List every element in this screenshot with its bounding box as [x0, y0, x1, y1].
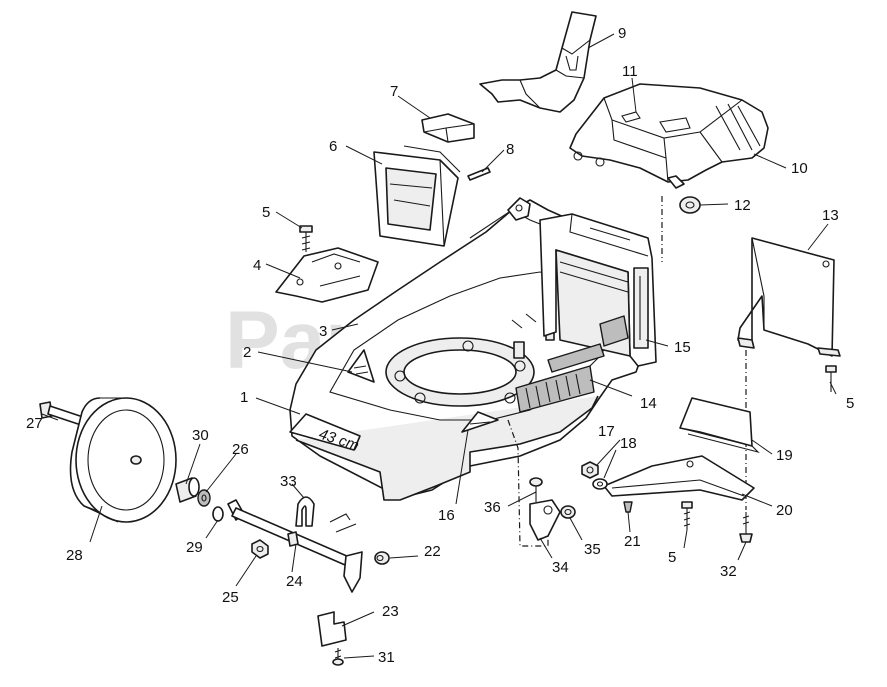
callout-9: 9 — [618, 25, 626, 42]
assembly-line-height-adjuster — [507, 419, 549, 547]
part-15-rear-frame[interactable] — [539, 213, 657, 367]
part-19-mulch-plate[interactable] — [679, 397, 760, 454]
callout-34: 34 — [552, 559, 569, 576]
part-24-axle[interactable] — [227, 499, 363, 593]
part-8-pin[interactable] — [467, 167, 491, 181]
callout-28: 28 — [66, 547, 83, 564]
part-2-warning-label[interactable] — [347, 349, 375, 383]
part-21-screw[interactable] — [623, 501, 633, 513]
part-13-side-shield[interactable] — [737, 237, 841, 357]
part-14-vent-cover[interactable] — [547, 343, 605, 373]
part-35-spacer[interactable] — [560, 505, 576, 519]
callout-numbers: 1 2 3 4 5 6 7 8 9 10 11 12 13 14 15 16 1… — [26, 25, 854, 666]
callout-35: 35 — [584, 541, 601, 558]
callout-6: 6 — [329, 138, 337, 155]
part-7-latch[interactable] — [421, 113, 475, 143]
part-18-washer[interactable] — [592, 478, 608, 490]
callout-12: 12 — [734, 197, 751, 214]
callout-16: 16 — [438, 507, 455, 524]
part-32-bolt[interactable] — [739, 512, 753, 543]
callout-23: 23 — [382, 603, 399, 620]
callout-5-lower: 5 — [668, 549, 676, 566]
part-5-screw-shield[interactable] — [825, 365, 837, 392]
part-23-bracket[interactable] — [317, 611, 347, 647]
callout-30: 30 — [192, 427, 209, 444]
part-34-height-lever[interactable] — [529, 499, 561, 541]
part-22-bushing[interactable] — [374, 551, 390, 565]
callout-10: 10 — [791, 160, 808, 177]
callout-27: 27 — [26, 415, 43, 432]
part-31-screw[interactable] — [332, 648, 344, 666]
callout-4: 4 — [253, 257, 261, 274]
part-30-bushing[interactable] — [175, 477, 200, 503]
callout-leaders — [41, 33, 837, 659]
callout-5-upper: 5 — [262, 204, 270, 221]
part-33-clip[interactable] — [295, 496, 315, 527]
part-25-nut[interactable] — [251, 539, 269, 559]
callout-5-shield: 5 — [846, 395, 854, 412]
callout-18: 18 — [620, 435, 637, 452]
part-29-washer[interactable] — [212, 506, 224, 522]
part-17-nut[interactable] — [581, 461, 599, 479]
callout-29: 29 — [186, 539, 203, 556]
callout-20: 20 — [776, 502, 793, 519]
callout-7: 7 — [390, 83, 398, 100]
callout-22: 22 — [424, 543, 441, 560]
part-20-skid-plate[interactable] — [603, 455, 755, 501]
part-10-catcher-lid[interactable] — [569, 83, 769, 183]
callout-32: 32 — [720, 563, 737, 580]
part-36-screw[interactable] — [529, 477, 543, 502]
callout-2: 2 — [243, 344, 251, 361]
part-28-wheel[interactable] — [69, 397, 177, 523]
callout-19: 19 — [776, 447, 793, 464]
callout-24: 24 — [286, 573, 303, 590]
callout-15: 15 — [674, 339, 691, 356]
part-4-bracket-plate[interactable] — [275, 247, 379, 303]
callout-36: 36 — [484, 499, 501, 516]
callout-26: 26 — [232, 441, 249, 458]
callout-17: 17 — [598, 423, 615, 440]
callout-33: 33 — [280, 473, 297, 490]
part-5-screw-upper[interactable] — [299, 225, 313, 252]
callout-3: 3 — [319, 323, 327, 340]
callout-8: 8 — [506, 141, 514, 158]
callout-13: 13 — [822, 207, 839, 224]
callout-25: 25 — [222, 589, 239, 606]
callout-11: 11 — [622, 63, 638, 80]
callout-14: 14 — [640, 395, 657, 412]
part-5-bolt-lower[interactable] — [681, 501, 693, 530]
part-12-bushing[interactable] — [679, 196, 701, 214]
callout-31: 31 — [378, 649, 395, 666]
callout-1: 1 — [240, 389, 248, 406]
part-9-deflector[interactable] — [479, 11, 597, 113]
part-16-warning-label[interactable] — [461, 411, 499, 433]
part-26-washer[interactable] — [197, 489, 211, 507]
part-6-discharge-frame[interactable] — [373, 145, 461, 247]
callout-21: 21 — [624, 533, 641, 550]
lid-hinge-clip — [667, 175, 685, 189]
